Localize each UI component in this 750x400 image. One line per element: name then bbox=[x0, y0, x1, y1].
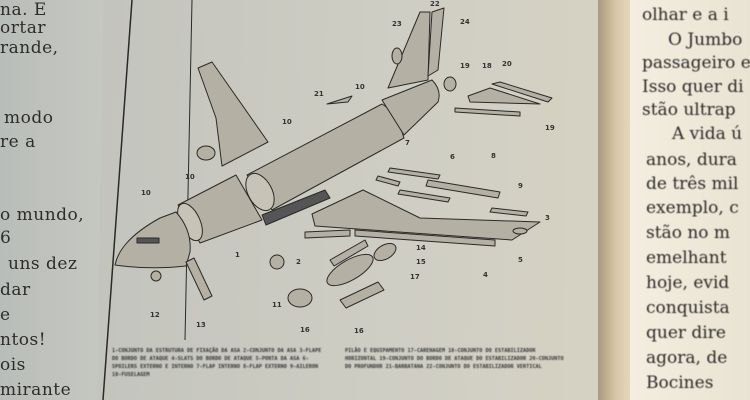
part-label: 10 bbox=[355, 83, 365, 91]
engine-inlet bbox=[287, 288, 313, 308]
dorsal-fin bbox=[326, 95, 353, 105]
engine-exhaust bbox=[373, 242, 397, 262]
engine-cowl bbox=[339, 281, 385, 309]
text-line: stão ultrap bbox=[642, 100, 736, 120]
page-border-line bbox=[184, 0, 193, 341]
text-line: agora, de bbox=[646, 348, 728, 368]
leading-edge-slats bbox=[354, 229, 496, 247]
part-label: 6 bbox=[450, 153, 455, 161]
text-line: dar bbox=[0, 280, 31, 300]
part-label: 24 bbox=[460, 18, 470, 26]
text-line: uns dez bbox=[8, 254, 78, 274]
part-label: 14 bbox=[416, 244, 426, 252]
text-line: ois bbox=[0, 355, 26, 375]
part-label: 10 bbox=[282, 118, 292, 126]
part-label: 5 bbox=[518, 256, 523, 264]
stabilizer-leading-edge bbox=[454, 107, 521, 117]
text-line: re a bbox=[0, 132, 36, 152]
page-border-line bbox=[102, 0, 133, 400]
engine-pylon bbox=[329, 239, 369, 267]
main-landing-gear bbox=[269, 254, 285, 270]
vertical-fin bbox=[387, 11, 431, 89]
part-labels: 22 23 24 19 18 20 21 10 10 10 10 7 6 8 9… bbox=[141, 0, 555, 335]
apu-exhaust bbox=[443, 76, 457, 92]
leading-edge-flap bbox=[304, 229, 351, 239]
text-line: ntos! bbox=[0, 330, 47, 350]
cockpit-windows bbox=[136, 237, 160, 244]
text-line: na. E bbox=[0, 0, 47, 20]
elevator bbox=[491, 81, 553, 103]
text-line: anos, dura bbox=[646, 150, 737, 170]
text-line: A vida ú bbox=[672, 124, 743, 144]
stabilizer-fairing bbox=[196, 145, 216, 161]
wing bbox=[311, 189, 541, 241]
spoiler bbox=[387, 167, 441, 180]
part-label: 20 bbox=[502, 60, 512, 68]
tail-cone bbox=[381, 79, 440, 136]
nose-landing-gear bbox=[150, 270, 162, 282]
part-label: 8 bbox=[491, 152, 496, 160]
horizontal-stabilizer bbox=[197, 61, 269, 167]
part-label: 4 bbox=[483, 271, 488, 279]
text-line: exemplo, c bbox=[646, 198, 739, 218]
text-line: modo bbox=[4, 108, 54, 128]
part-label: 16 bbox=[300, 326, 310, 334]
engine-core bbox=[326, 253, 374, 287]
part-label: 10 bbox=[185, 173, 195, 181]
part-label: 1 bbox=[235, 251, 240, 259]
part-label: 19 bbox=[460, 62, 470, 70]
inboard-flap bbox=[397, 189, 451, 203]
part-label: 2 bbox=[296, 258, 301, 266]
part-label: 16 bbox=[354, 327, 364, 335]
part-label: 7 bbox=[405, 139, 410, 147]
horizontal-stabilizer-right bbox=[467, 87, 541, 105]
text-line: rande, bbox=[0, 38, 59, 58]
part-label: 15 bbox=[416, 258, 426, 266]
text-line: ortar bbox=[0, 18, 46, 38]
text-line: o mundo, bbox=[0, 205, 85, 225]
text-line: mirante bbox=[0, 380, 72, 400]
text-line: passageiro e bbox=[642, 53, 750, 73]
text-line: hoje, evid bbox=[646, 273, 730, 293]
fin-fairing bbox=[391, 47, 403, 65]
part-label: 11 bbox=[272, 301, 282, 309]
rudder bbox=[427, 7, 445, 77]
spoiler bbox=[375, 175, 401, 187]
text-line: 6 bbox=[0, 228, 12, 248]
text-line: stão no m bbox=[646, 223, 731, 243]
part-label: 13 bbox=[196, 321, 206, 329]
text-line: emelhant bbox=[646, 248, 727, 268]
part-label: 21 bbox=[314, 90, 324, 98]
caption-left-column: 1-CONJUNTO DA ESTRUTURA DE FIXAÇÃO DA AS… bbox=[112, 348, 322, 378]
gear-door bbox=[185, 257, 213, 301]
text-line: de três mil bbox=[646, 174, 739, 194]
part-label: 22 bbox=[430, 0, 440, 8]
keel-beam bbox=[261, 189, 331, 226]
part-label: 9 bbox=[518, 182, 523, 190]
part-label: 19 bbox=[545, 124, 555, 132]
text-line: quer dire bbox=[646, 323, 726, 343]
part-label: 23 bbox=[392, 20, 402, 28]
wing-tip bbox=[512, 227, 528, 235]
text-line: Isso quer di bbox=[642, 77, 744, 97]
aileron bbox=[489, 207, 529, 217]
part-label: 12 bbox=[150, 311, 160, 319]
text-line: Bocines bbox=[646, 373, 714, 393]
text-line: e bbox=[0, 305, 11, 325]
part-label: 3 bbox=[545, 214, 550, 222]
text-line: O Jumbo bbox=[668, 30, 743, 50]
outboard-flap bbox=[425, 179, 501, 199]
caption-right-column: PILÃO E EQUIPAMENTO 17-CARENAGEM 18-CONJ… bbox=[345, 348, 564, 370]
left-page: na. E ortar rande, modo re a o mundo, 6 … bbox=[0, 0, 110, 400]
right-page: olhar e a i O Jumbo passageiro e Isso qu… bbox=[630, 0, 750, 400]
text-line: conquista bbox=[646, 298, 730, 318]
text-line: olhar e a i bbox=[642, 5, 729, 25]
part-label: 17 bbox=[410, 273, 420, 281]
part-label: 10 bbox=[141, 189, 151, 197]
part-label: 18 bbox=[482, 62, 492, 70]
